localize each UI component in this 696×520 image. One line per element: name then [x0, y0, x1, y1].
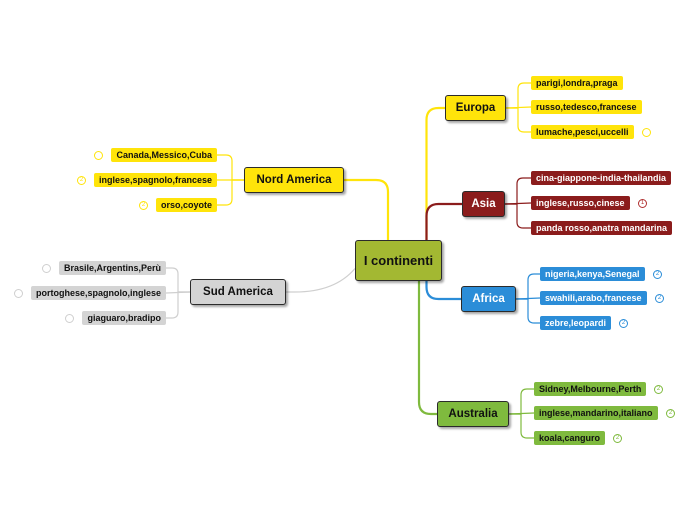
attachment-count-badge[interactable]: 2: [139, 200, 148, 210]
topic-africa[interactable]: Africa: [461, 286, 516, 312]
subtopic-africa-languages[interactable]: swahili,arabo,francese: [540, 291, 647, 305]
topic-australia[interactable]: Australia: [437, 401, 509, 427]
attachment-count-badge[interactable]: 2: [654, 384, 663, 394]
subtopic-nord-america-countries[interactable]: Canada,Messico,Cuba: [111, 148, 217, 162]
attachment-count-badge[interactable]: 2: [666, 408, 675, 418]
subtopic-africa-animals[interactable]: zebre,leopardi: [540, 316, 612, 330]
subtopic-sud-america-languages[interactable]: portoghese,spagnolo,inglese: [30, 286, 166, 300]
attachment-count-badge[interactable]: 2: [655, 293, 664, 303]
subtopic-europa-languages[interactable]: russo,tedesco,francese: [531, 100, 642, 114]
subtopic-asia-countries[interactable]: cina-giappone-india-thailandia: [531, 171, 672, 185]
subtopic-europa-cities[interactable]: parigi,londra,praga: [531, 76, 623, 90]
subtopic-asia-animals[interactable]: panda rosso,anatra mandarina: [531, 221, 673, 235]
attachment-count-badge[interactable]: 1: [638, 198, 647, 208]
collapse-toggle-icon[interactable]: [65, 313, 74, 323]
collapse-toggle-icon[interactable]: [14, 288, 23, 298]
subtopic-nord-america-languages[interactable]: inglese,spagnolo,francese: [93, 173, 217, 187]
topic-europa[interactable]: Europa: [445, 95, 506, 121]
subtopic-nord-america-animals[interactable]: orso,coyote: [155, 198, 217, 212]
central-topic[interactable]: I continenti: [355, 240, 442, 281]
collapse-toggle-icon[interactable]: [94, 150, 103, 160]
topic-asia[interactable]: Asia: [462, 191, 505, 217]
collapse-toggle-icon[interactable]: [42, 263, 51, 273]
subtopic-australia-cities[interactable]: Sidney,Melbourne,Perth: [534, 382, 647, 396]
topic-sud-america[interactable]: Sud America: [190, 279, 286, 305]
topic-nord-america[interactable]: Nord America: [244, 167, 344, 193]
attachment-count-badge[interactable]: 2: [619, 318, 628, 328]
subtopic-australia-languages[interactable]: inglese,mandarino,italiano: [534, 406, 658, 420]
subtopic-sud-america-countries[interactable]: Brasile,Argentins,Perù: [58, 261, 166, 275]
subtopic-australia-animals[interactable]: koala,canguro: [534, 431, 606, 445]
attachment-count-badge[interactable]: 2: [77, 175, 86, 185]
subtopic-asia-languages[interactable]: inglese,russo,cinese: [531, 196, 630, 210]
attachment-count-badge[interactable]: 2: [613, 433, 622, 443]
subtopic-europa-animals[interactable]: lumache,pesci,uccelli: [531, 125, 634, 139]
subtopic-sud-america-animals[interactable]: giaguaro,bradipo: [82, 311, 166, 325]
subtopic-africa-countries[interactable]: nigeria,kenya,Senegal: [540, 267, 645, 281]
attachment-count-badge[interactable]: 2: [653, 269, 662, 279]
collapse-toggle-icon[interactable]: [642, 127, 651, 137]
